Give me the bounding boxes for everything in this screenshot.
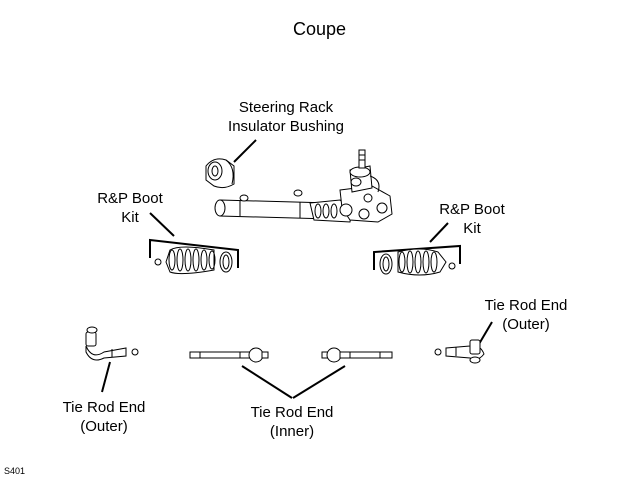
label-line-1: Tie Rod End [484,297,568,314]
leader-tre-inner-right [292,365,346,399]
label-line-2: (Outer) [502,316,550,333]
diagram-title: Coupe [292,19,347,39]
label-line-2: Kit [463,220,481,237]
leader-boot-right [429,222,449,243]
boot-kit-left [149,238,239,275]
leader-tre-outer-left [101,361,111,393]
leader-tre-inner-left [241,365,293,399]
leader-tre-outer-right [478,321,493,345]
label-line-1: Tie Rod End [62,399,146,416]
tie-rod-end-outer-right [434,339,485,364]
tie-rod-end-outer-left [85,326,139,361]
tie-rod-end-inner-left [189,347,269,363]
label-steering-rack-bushing: Steering Rack Insulator Bushing [214,98,358,136]
boot-kit-right [373,244,461,276]
label-line-2: (Inner) [269,423,315,440]
steering-rack [214,149,393,223]
label-boot-kit-left: R&P Boot Kit [84,189,176,227]
figure-code: S401 [4,466,26,476]
label-line-1: Steering Rack [238,99,334,116]
tie-rod-end-inner-right [321,347,393,363]
label-line-2: Insulator Bushing [228,118,344,135]
label-line-2: (Outer) [80,418,128,435]
insulator-bushing [205,158,235,189]
leader-lines [101,139,493,399]
label-tie-rod-inner: Tie Rod End (Inner) [236,403,348,441]
leader-boot-left [149,212,175,237]
label-line-1: R&P Boot [439,201,505,218]
leader-bushing [233,139,257,163]
label-boot-kit-right: R&P Boot Kit [426,200,518,238]
label-tie-rod-outer-right: Tie Rod End (Outer) [470,296,582,334]
label-tie-rod-outer-left: Tie Rod End (Outer) [48,398,160,436]
label-line-1: Tie Rod End [250,404,334,421]
label-line-1: R&P Boot [97,190,163,207]
label-line-2: Kit [121,209,139,226]
